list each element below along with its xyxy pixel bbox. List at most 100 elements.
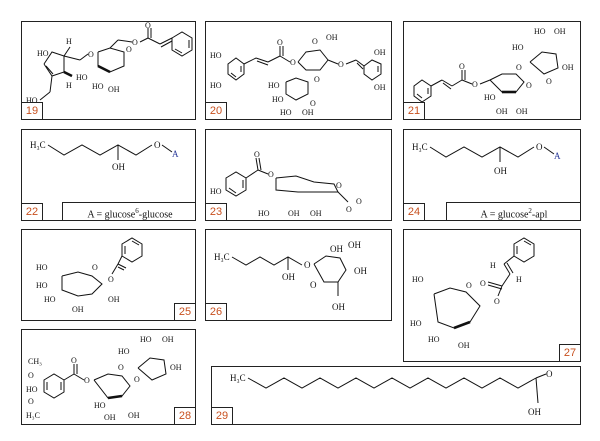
atom-ho: HO <box>36 263 48 272</box>
atom-o: O <box>290 58 296 67</box>
structure-28: CH₃ O HO O H₃C O O O HO OH OH O HO OH OH… <box>26 335 182 422</box>
atom-oh: OH <box>170 363 182 372</box>
atom-ho: HO <box>534 27 546 36</box>
atom-ho: HO <box>76 73 88 82</box>
atom-oh: OH <box>554 27 566 36</box>
atom-ho: HO <box>484 93 496 102</box>
atom-ho: HO <box>92 82 104 91</box>
atom-o: O <box>132 38 138 47</box>
structure-29: H₃C O OH <box>230 369 553 417</box>
structure-27: H H O O O HO HO HO OH <box>410 237 535 350</box>
atom-ho: HO <box>410 319 422 328</box>
atom-oh: OH <box>354 266 367 276</box>
atom-oh: OH <box>330 244 343 254</box>
atom-o: O <box>84 376 90 385</box>
atom-oh: OH <box>494 166 507 176</box>
atom-o: O <box>480 279 486 288</box>
atom-o: O <box>28 371 34 380</box>
panel-compound-26: H₃C OH O OH OH OH O OH 26 <box>205 229 392 321</box>
atom-ho: HO <box>140 335 152 344</box>
atom-oh: OH <box>162 335 174 344</box>
atom-ho: HO <box>210 187 222 196</box>
atom-ho: HO <box>210 51 222 60</box>
atom-o: O <box>314 75 320 84</box>
atom-ho: HO <box>37 49 49 58</box>
atom-ho: HO <box>512 43 524 52</box>
atom-ho: HO <box>26 385 38 394</box>
atom-oh: OH <box>374 48 386 57</box>
atom-o: O <box>338 60 344 69</box>
compound-number-29: 29 <box>212 407 233 424</box>
atom-o: O <box>356 197 362 206</box>
atom-oh: OH <box>348 240 361 250</box>
atom-h: H <box>490 261 496 270</box>
atom-o: O <box>268 170 274 179</box>
atom-oh: OH <box>562 63 574 72</box>
atom-o: O <box>304 260 311 270</box>
structure-20: HO HO O O O OH O HO HO HO OH O O OH OH <box>210 33 386 117</box>
structure-25: O O HO HO HO OH OH <box>36 237 143 314</box>
atom-ho: HO <box>210 81 222 90</box>
atom-o: O <box>346 205 352 214</box>
atom-o: O <box>466 281 472 290</box>
compound-number-26: 26 <box>206 303 227 320</box>
atom-oh: OH <box>108 295 120 304</box>
atom-oh: OH <box>528 407 541 417</box>
panel-compound-21: O O O HO OH OH O HO OH HO OH O 21 <box>403 21 581 120</box>
atom-o: O <box>88 50 94 59</box>
atom-ho: HO <box>36 281 48 290</box>
panel-compound-28: CH₃ O HO O H₃C O O O HO OH OH O HO OH OH… <box>21 329 196 425</box>
atom-h: H <box>66 37 72 46</box>
atom-ho: HO <box>94 401 106 410</box>
compound-number-21: 21 <box>404 102 425 119</box>
atom-ch3: CH₃ <box>28 357 42 366</box>
compound-number-23: 23 <box>206 203 227 220</box>
atom-h3c: H₃C <box>30 140 46 150</box>
atom-oh: OH <box>458 341 470 350</box>
substituent-a: A <box>172 149 179 159</box>
atom-oh: OH <box>282 272 295 282</box>
atom-oh: OH <box>108 85 120 94</box>
atom-o: O <box>92 263 98 272</box>
atom-oh: OH <box>326 33 338 42</box>
atom-o: O <box>28 397 34 406</box>
atom-ho: HO <box>258 209 270 218</box>
atom-oh: OH <box>374 83 386 92</box>
atom-h3c: H₃C <box>26 411 40 420</box>
structure-23: HO O O O O O HO OH OH <box>210 150 362 218</box>
atom-oh: OH <box>302 108 314 117</box>
atom-oh: OH <box>516 107 528 116</box>
atom-o: O <box>516 63 522 72</box>
atom-o: O <box>154 140 161 150</box>
atom-o: O <box>134 375 140 384</box>
atom-h3c: H₃C <box>230 373 246 383</box>
compound-number-28: 28 <box>174 407 195 424</box>
atom-o: O <box>71 356 77 365</box>
atom-h: H <box>66 81 72 90</box>
atom-o: O <box>310 280 317 290</box>
compound-number-27: 27 <box>559 344 580 361</box>
atom-o: O <box>459 62 465 71</box>
compound-number-20: 20 <box>206 102 227 119</box>
panel-compound-20: HO HO O O O OH O HO HO HO OH O O OH OH 2… <box>205 21 392 120</box>
atom-oh: OH <box>112 162 125 172</box>
atom-h: H <box>516 275 522 284</box>
atom-o: O <box>536 142 543 152</box>
panel-compound-25: O O HO HO HO OH OH 25 <box>21 229 196 321</box>
atom-ho: HO <box>412 275 424 284</box>
atom-o: O <box>546 77 552 86</box>
atom-ho: HO <box>268 81 280 90</box>
compound-number-24: 24 <box>404 203 425 220</box>
atom-o: O <box>254 150 260 159</box>
atom-o: O <box>126 45 132 54</box>
atom-o: O <box>526 81 532 90</box>
atom-o: O <box>472 80 478 89</box>
structure-21: O O O HO OH OH O HO OH HO OH O <box>413 27 574 116</box>
compound-number-19: 19 <box>22 102 43 119</box>
atom-o: O <box>118 363 124 372</box>
atom-o: O <box>108 275 114 284</box>
caption-22: A = glucose6-glucose <box>62 202 195 220</box>
atom-h3c: H₃C <box>214 252 230 262</box>
atom-oh: OH <box>72 305 84 314</box>
atom-oh: OH <box>104 413 116 422</box>
